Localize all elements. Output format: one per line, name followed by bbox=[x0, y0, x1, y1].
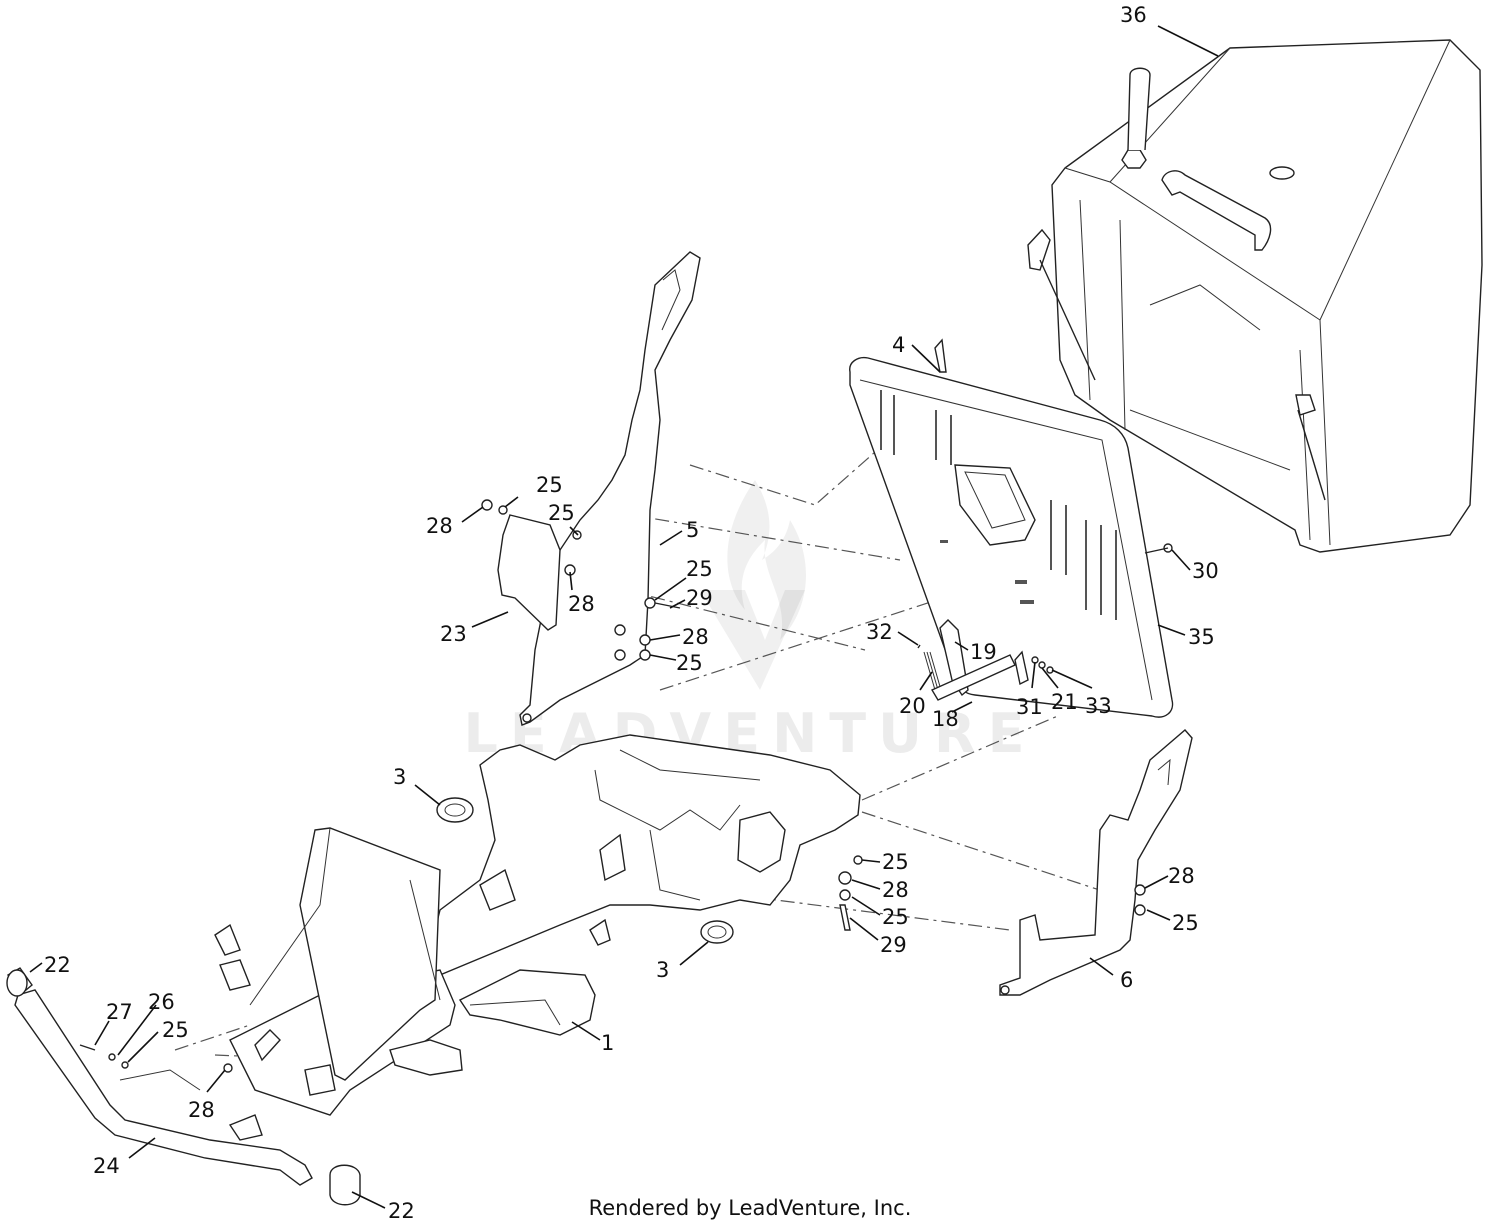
callout-22-a: 22 bbox=[44, 953, 71, 977]
part-4-clip bbox=[934, 338, 947, 373]
callout-29-a: 29 bbox=[686, 586, 713, 610]
part-23-guard-plate bbox=[497, 514, 561, 631]
callout-25-c: 25 bbox=[686, 557, 713, 581]
callout-28-d: 28 bbox=[882, 878, 909, 902]
part-36-bagger-hood bbox=[1027, 39, 1483, 553]
callout-3-b: 3 bbox=[656, 958, 669, 982]
callout-18: 18 bbox=[932, 707, 959, 731]
callout-6: 6 bbox=[1120, 968, 1133, 992]
callout-28-c: 28 bbox=[568, 592, 595, 616]
callout-32: 32 bbox=[866, 620, 893, 644]
callout-25-a: 25 bbox=[536, 473, 563, 497]
callout-30: 30 bbox=[1192, 559, 1219, 583]
watermark-flame-mark bbox=[727, 480, 807, 640]
part-5-left-bracket bbox=[519, 251, 701, 726]
callout-5: 5 bbox=[686, 518, 699, 542]
callout-25-d: 25 bbox=[676, 651, 703, 675]
callout-19: 19 bbox=[970, 640, 997, 664]
part-35-rear-plate bbox=[849, 356, 1174, 718]
callout-25-f: 25 bbox=[882, 905, 909, 929]
plate-hole-pattern bbox=[880, 390, 1117, 620]
callout-36: 36 bbox=[1120, 3, 1147, 27]
callout-28-a: 28 bbox=[426, 514, 453, 538]
hardware-near-frame bbox=[223, 855, 863, 1073]
callout-4: 4 bbox=[892, 333, 905, 357]
part-3-grommet-upper bbox=[436, 797, 474, 823]
callout-labels: 36 4 25 28 25 5 25 29 28 23 28 25 30 35 … bbox=[44, 3, 1219, 1223]
part-6-right-bracket bbox=[999, 729, 1193, 996]
footer-credit: Rendered by LeadVenture, Inc. bbox=[589, 1196, 912, 1220]
callout-23: 23 bbox=[440, 622, 467, 646]
watermark-v-mark bbox=[700, 590, 805, 690]
callout-28-b: 28 bbox=[682, 625, 709, 649]
callout-20: 20 bbox=[899, 694, 926, 718]
callout-25-h: 25 bbox=[162, 1018, 189, 1042]
callout-28-f: 28 bbox=[188, 1098, 215, 1122]
callout-3-a: 3 bbox=[393, 765, 406, 789]
callout-31: 31 bbox=[1016, 695, 1043, 719]
callout-25-g: 25 bbox=[1172, 911, 1199, 935]
leader-lines bbox=[29, 25, 1219, 1209]
callout-21: 21 bbox=[1051, 690, 1078, 714]
callout-33: 33 bbox=[1085, 694, 1112, 718]
part-24-bumper-tube bbox=[14, 989, 313, 1186]
part-1-frame bbox=[214, 734, 861, 1116]
callout-26: 26 bbox=[148, 990, 175, 1014]
callout-1: 1 bbox=[601, 1031, 614, 1055]
callout-29-b: 29 bbox=[880, 933, 907, 957]
callout-35: 35 bbox=[1188, 625, 1215, 649]
callout-25-b: 25 bbox=[548, 501, 575, 525]
callout-27: 27 bbox=[106, 1000, 133, 1024]
callout-28-e: 28 bbox=[1168, 864, 1195, 888]
part-3-grommet-lower bbox=[700, 920, 734, 944]
part-22-cap-lower bbox=[329, 1164, 361, 1206]
callout-25-e: 25 bbox=[882, 850, 909, 874]
callout-22-b: 22 bbox=[388, 1199, 415, 1223]
latch-assembly bbox=[917, 619, 1054, 701]
callout-24: 24 bbox=[93, 1154, 120, 1178]
part-22-cap-upper bbox=[6, 967, 33, 997]
